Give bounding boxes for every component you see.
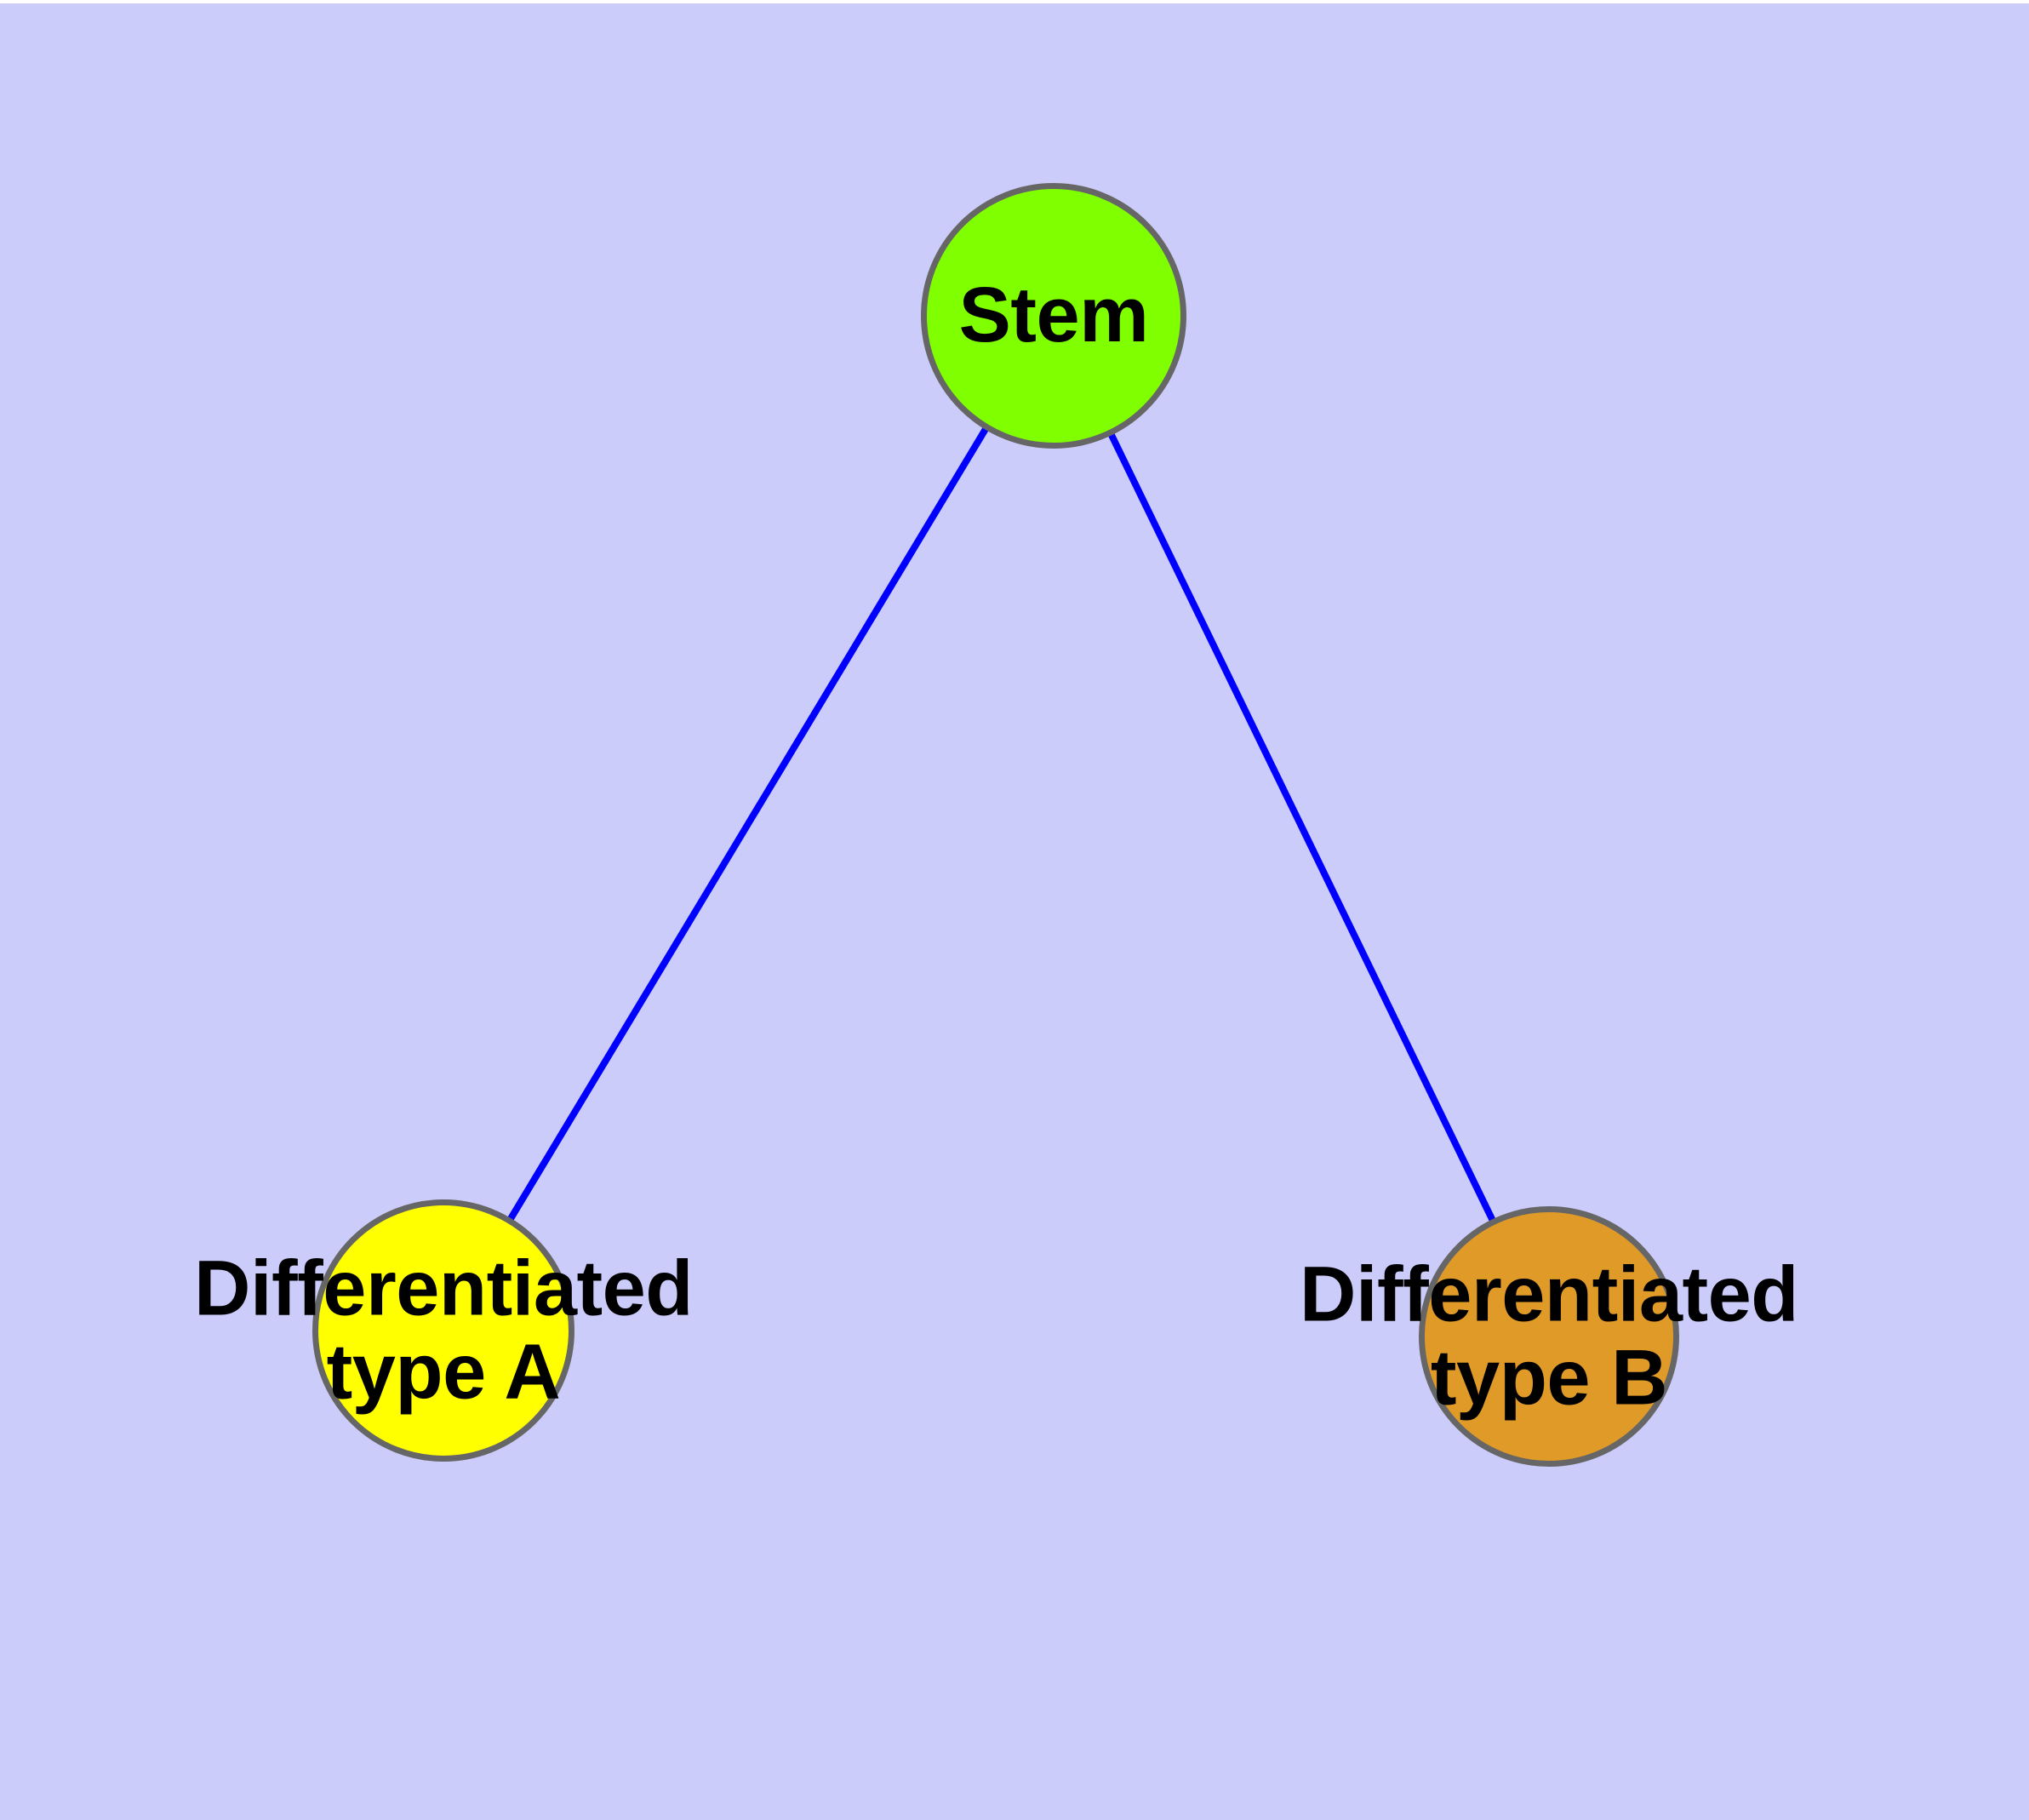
graph-node-stem[interactable] [921, 183, 1186, 449]
graph-node-diff_b[interactable] [1419, 1206, 1679, 1467]
edge-layer [506, 425, 1497, 1224]
node-layer [312, 183, 1679, 1467]
graph-edge-stem-diff_b [1106, 430, 1497, 1224]
graph-node-diff_a[interactable] [312, 1199, 574, 1462]
graph-edge-stem-diff_a [506, 425, 991, 1223]
